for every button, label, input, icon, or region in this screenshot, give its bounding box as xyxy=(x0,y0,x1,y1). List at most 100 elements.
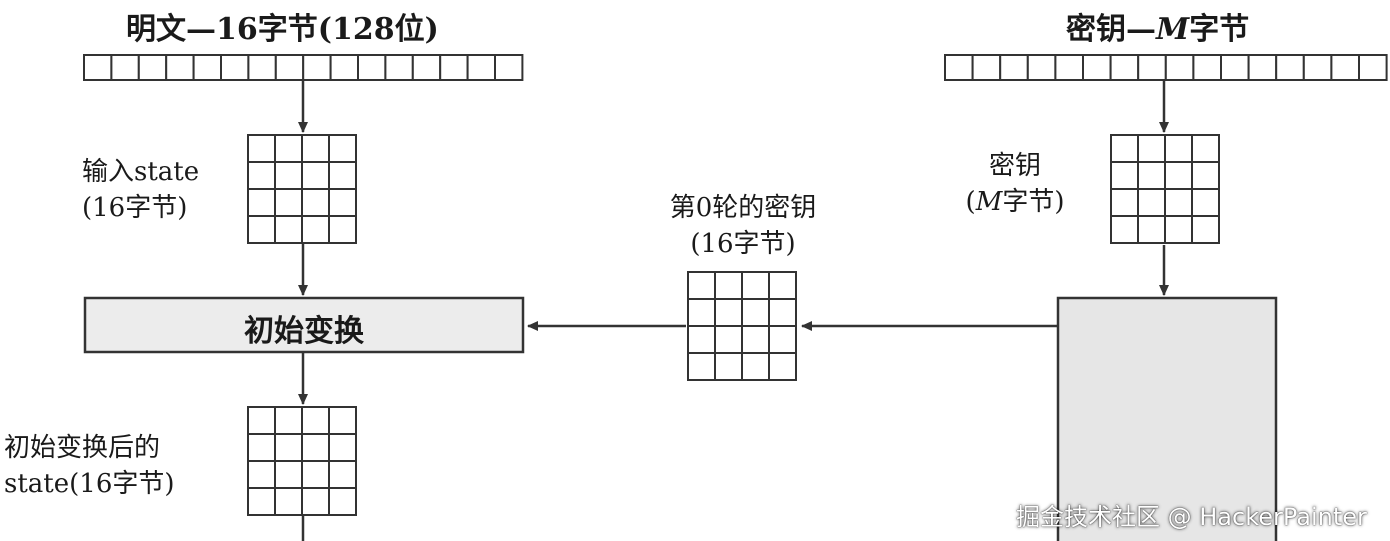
round0-key-cell xyxy=(741,298,770,327)
input-state-cell xyxy=(328,215,357,244)
input-state-cell xyxy=(328,161,357,190)
plaintext-byte-cell xyxy=(247,54,277,81)
key-matrix-cell xyxy=(1164,134,1193,163)
key-matrix-cell xyxy=(1110,215,1139,244)
round0-key-cell xyxy=(741,271,770,300)
plaintext-byte-cell xyxy=(384,54,414,81)
key-byte-cell xyxy=(1192,54,1223,81)
round0-key-cell xyxy=(741,325,770,354)
input-state-cell xyxy=(274,188,303,217)
key-matrix-label: 密钥 (M字节) xyxy=(965,151,1065,217)
output-state-cell xyxy=(301,406,330,435)
plaintext-byte-cell xyxy=(466,54,497,81)
key-matrix-cell xyxy=(1191,188,1220,217)
plaintext-byte-cell xyxy=(302,54,332,81)
output-state-grid xyxy=(247,406,357,516)
key-matrix-cell xyxy=(1110,134,1139,163)
output-state-cell xyxy=(301,460,330,489)
key-expansion-box xyxy=(1056,296,1278,541)
key-matrix-cell xyxy=(1164,188,1193,217)
plaintext-byte-cell xyxy=(137,54,168,81)
round0-key-cell xyxy=(741,352,770,381)
plaintext-byte-cell xyxy=(411,54,442,81)
output-state-label: 初始变换后的 state(16字节) xyxy=(4,433,175,499)
plaintext-byte-cell xyxy=(165,54,195,81)
key-matrix-cell xyxy=(1191,215,1220,244)
output-state-cell xyxy=(301,433,330,462)
output-state-cell xyxy=(247,460,276,489)
key-byte-cell xyxy=(999,54,1029,81)
input-state-cell xyxy=(301,134,330,163)
input-state-cell xyxy=(274,161,303,190)
output-state-cell xyxy=(247,406,276,435)
key-matrix-cell xyxy=(1164,161,1193,190)
plaintext-byte-cell xyxy=(110,54,140,81)
key-byte-cell xyxy=(1302,54,1333,81)
key-byte-cell xyxy=(1247,54,1278,81)
output-state-cell xyxy=(328,433,357,462)
round0-key-cell xyxy=(687,271,716,300)
round0-key-cell xyxy=(687,325,716,354)
round0-key-cell xyxy=(768,271,797,300)
key-byte-cell xyxy=(1275,54,1305,81)
input-state-cell xyxy=(247,188,276,217)
key-byte-cell xyxy=(1164,54,1195,81)
key-byte-cell xyxy=(1026,54,1057,81)
key-matrix-cell xyxy=(1191,161,1220,190)
round0-key-cell xyxy=(714,298,743,327)
key-byte-cell xyxy=(1358,54,1388,81)
plaintext-byte-cell xyxy=(192,54,223,81)
output-state-cell xyxy=(328,406,357,435)
round0-key-cell xyxy=(768,298,797,327)
round0-key-cell xyxy=(714,271,743,300)
key-byte-cell xyxy=(1220,54,1250,81)
plaintext-byte-cell xyxy=(83,54,113,81)
key-byte-cell xyxy=(1054,54,1085,81)
plaintext-byte-cell xyxy=(329,54,360,81)
key-matrix-cell xyxy=(1110,188,1139,217)
round0-key-grid xyxy=(687,271,797,381)
plaintext-byte-bar xyxy=(83,54,524,81)
key-byte-bar xyxy=(944,54,1388,81)
initial-transform-label: 初始变换 xyxy=(244,314,364,349)
input-state-grid xyxy=(247,134,357,244)
round0-key-cell xyxy=(714,352,743,381)
key-byte-cell xyxy=(1330,54,1361,81)
key-matrix-cell xyxy=(1110,161,1139,190)
output-state-cell xyxy=(301,487,330,516)
key-byte-cell xyxy=(944,54,974,81)
plaintext-byte-cell xyxy=(357,54,387,81)
round0-key-cell xyxy=(768,352,797,381)
key-matrix-grid xyxy=(1110,134,1220,244)
input-state-cell xyxy=(301,188,330,217)
key-title: 密钥—M字节 xyxy=(1066,12,1250,47)
input-state-cell xyxy=(247,134,276,163)
watermark-text: 掘金技术社区 @ HackerPainter xyxy=(1016,503,1367,531)
plaintext-byte-cell xyxy=(220,54,250,81)
input-state-cell xyxy=(274,134,303,163)
output-state-cell xyxy=(328,460,357,489)
input-state-cell xyxy=(328,134,357,163)
input-state-cell xyxy=(274,215,303,244)
plaintext-byte-cell xyxy=(439,54,469,81)
round0-key-label: 第0轮的密钥 (16字节) xyxy=(669,193,817,259)
key-matrix-cell xyxy=(1137,161,1166,190)
key-matrix-cell xyxy=(1191,134,1220,163)
key-matrix-cell xyxy=(1164,215,1193,244)
round0-key-cell xyxy=(687,352,716,381)
output-state-cell xyxy=(274,487,303,516)
plaintext-byte-cell xyxy=(494,54,524,81)
output-state-cell xyxy=(274,460,303,489)
round0-key-cell xyxy=(714,325,743,354)
output-state-cell xyxy=(247,433,276,462)
key-matrix-cell xyxy=(1137,188,1166,217)
plaintext-title: 明文—16字节(128位) xyxy=(126,12,439,47)
output-state-cell xyxy=(274,406,303,435)
input-state-label: 输入state (16字节) xyxy=(82,157,200,223)
initial-transform-box xyxy=(83,296,525,354)
input-state-cell xyxy=(247,161,276,190)
output-state-cell xyxy=(247,487,276,516)
round0-key-cell xyxy=(768,325,797,354)
input-state-cell xyxy=(301,161,330,190)
